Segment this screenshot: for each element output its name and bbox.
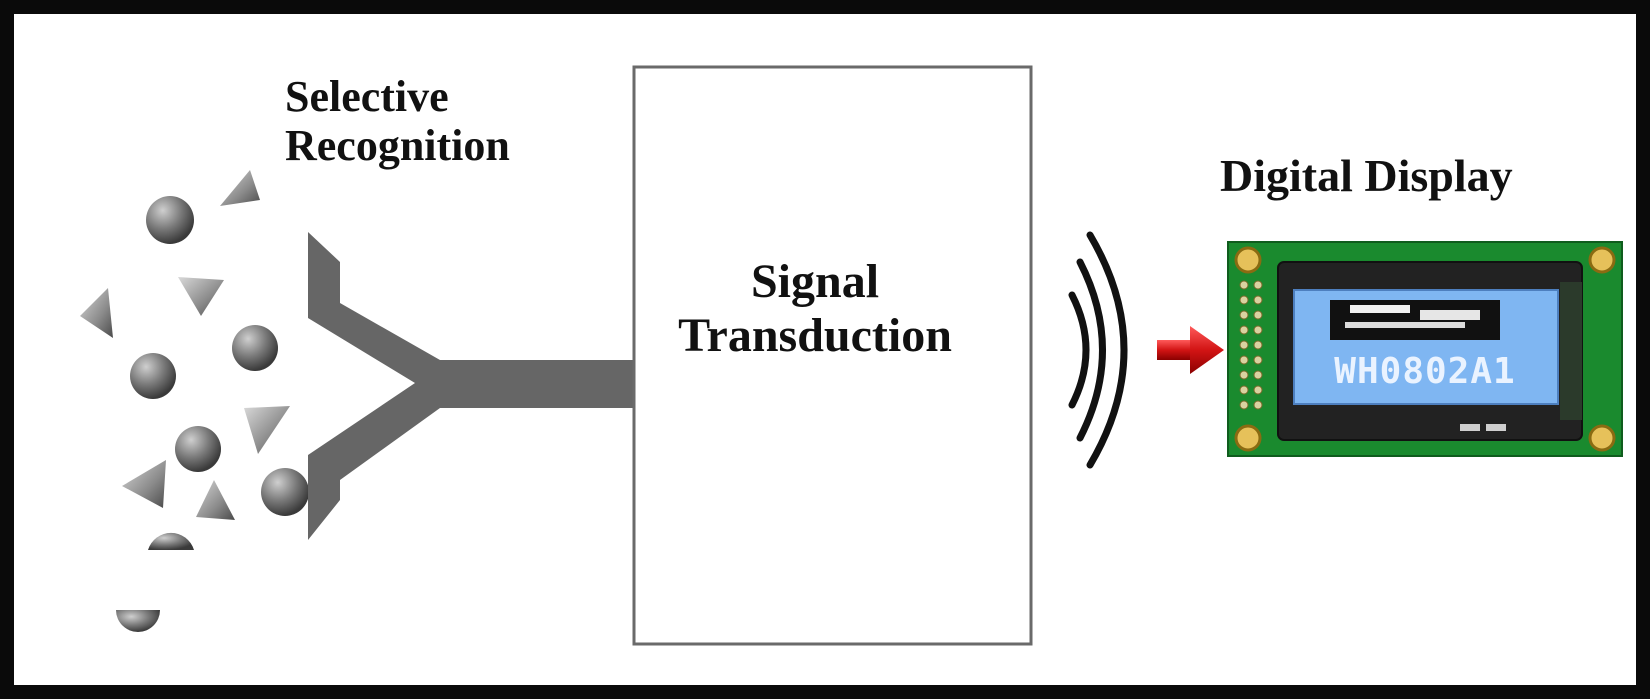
pin-header: [1239, 280, 1263, 410]
lcd-module-icon: WH0802A1: [1227, 241, 1623, 457]
mount-hole: [1234, 424, 1262, 452]
selective-recognition-label: Selective Recognition: [285, 72, 585, 171]
analyte-sphere-icon: [148, 532, 194, 550]
analyte-sphere-icon: [130, 353, 176, 399]
lcd-chips: [1460, 424, 1506, 431]
signal-transduction-box: [632, 65, 1033, 646]
analyte-spheres: [116, 196, 309, 632]
analyte-sphere-icon: [146, 196, 194, 244]
analyte-sphere-icon: [116, 610, 160, 632]
mount-hole: [1588, 246, 1616, 274]
lcd-glitch: [1345, 322, 1465, 328]
analyte-sphere-icon: [175, 426, 221, 472]
selective-line2: Recognition: [285, 121, 510, 171]
lcd-glitch: [1350, 305, 1410, 313]
analyte-triangle-icon: [80, 288, 113, 338]
analyte-triangle-icon: [122, 460, 166, 508]
analyte-triangle-icon: [178, 277, 224, 316]
signal-transduction-label: Signal Transduction: [615, 255, 1015, 363]
signal-line2: Transduction: [678, 308, 952, 362]
lcd-glitch: [1420, 310, 1480, 320]
signal-wave-icon: [1068, 231, 1128, 469]
lcd-text: WH0802A1: [1334, 351, 1515, 392]
selective-line1: Selective: [285, 72, 449, 121]
analyte-triangle-icon: [244, 406, 290, 454]
analyte-sphere-icon: [232, 325, 278, 371]
red-arrow-icon: [1157, 326, 1224, 374]
analyte-triangle-icon: [220, 170, 260, 206]
y-receptor-icon: [308, 232, 634, 540]
digital-display-label: Digital Display: [1220, 150, 1513, 202]
digital-display-text: Digital Display: [1220, 150, 1513, 201]
lcd-backlight: [1560, 282, 1582, 420]
analyte-sphere-icon: [261, 468, 309, 516]
analyte-triangles: [80, 170, 290, 520]
analyte-triangle-icon: [196, 480, 235, 520]
signal-line1: Signal: [750, 255, 880, 308]
mount-hole: [1588, 424, 1616, 452]
mount-hole: [1234, 246, 1262, 274]
